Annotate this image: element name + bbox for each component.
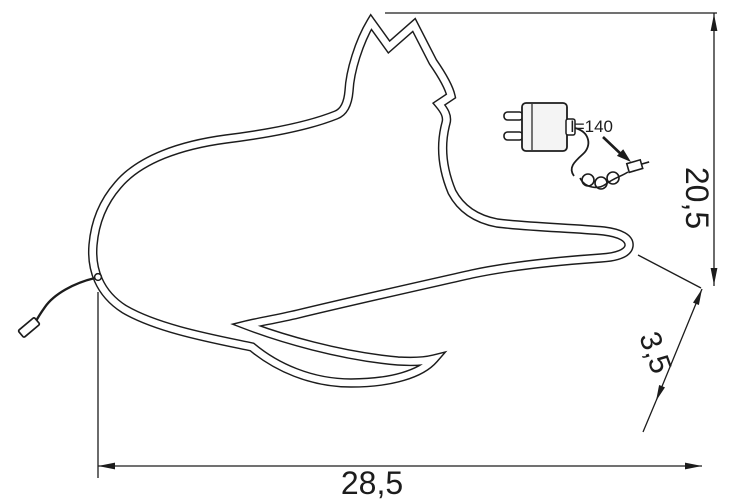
adapter-body [521,102,568,152]
adapter-pin-top [503,111,524,121]
arrowhead-up [710,14,718,31]
arrowhead-right [685,462,702,470]
adapter-dc-plug [625,158,650,174]
adapter-nub [565,118,576,136]
adapter-pin-bottom [503,131,524,141]
cat-outline-inner [89,16,633,387]
extension-line-depth-lower [642,400,657,433]
extension-line-depth-upper [637,254,702,289]
arrowhead-down [710,268,718,285]
dimension-depth: 3,5 [632,254,703,433]
width-label: 28,5 [341,465,403,500]
arrowhead-depth-lower [656,385,665,401]
adapter-cable [570,127,650,190]
power-adapter: I=140 [503,102,650,190]
dimension-width: 28,5 [97,292,702,500]
leader-arrow [602,136,631,162]
adapter-cable-coil [579,171,629,190]
cable-exit-hole [93,272,103,282]
cat-outline [87,13,634,388]
depth-label: 3,5 [632,328,677,378]
power-cord-wire [33,276,97,325]
adapter-current-label: I=140 [570,117,613,136]
dimension-line-depth [655,288,703,402]
power-cord-plug [17,317,41,338]
adapter-cable-wire [570,127,590,177]
dimension-height: 20,5 [385,12,718,286]
height-label: 20,5 [679,167,715,229]
arrowhead-depth-upper [693,289,702,305]
power-cord [17,272,103,338]
arrowhead-left [98,462,115,470]
